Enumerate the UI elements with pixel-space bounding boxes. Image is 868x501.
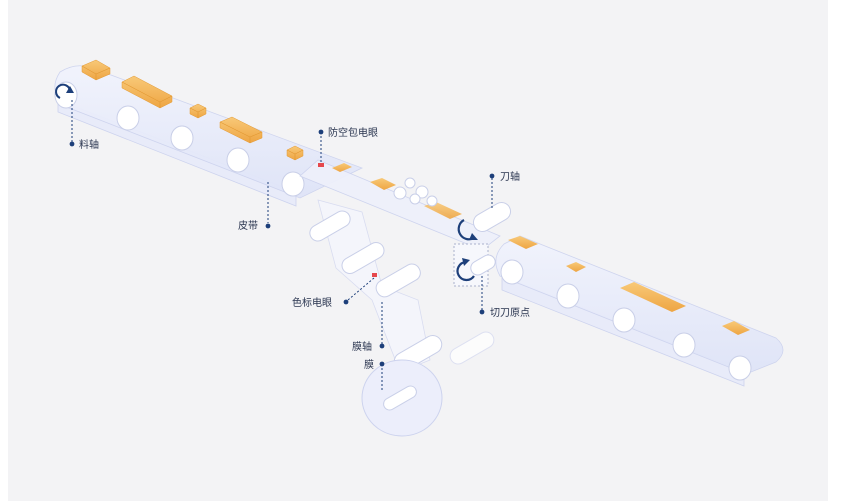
packaged-product: [722, 321, 750, 335]
roller: [170, 125, 194, 151]
leader-dot: [479, 309, 485, 315]
film-roller: [375, 263, 421, 298]
guide-roller: [415, 185, 429, 199]
packaged-product: [508, 236, 538, 249]
cutter-origin-rotation-arrow-icon: [456, 260, 475, 282]
label-cutter-origin: 切刀原点: [490, 307, 530, 319]
infeed-products: [81, 59, 304, 161]
packaged-product: [620, 282, 686, 312]
product-block: [121, 75, 173, 109]
outfeed-rollers: [500, 259, 752, 381]
label-knife-shaft: 刀轴: [500, 170, 520, 183]
infeed-conveyor: [54, 59, 364, 207]
guide-roller: [393, 186, 407, 200]
film-roller: [449, 331, 495, 365]
label-anti-empty-eye: 防空包电眼: [328, 126, 378, 139]
leader-dot: [379, 343, 385, 349]
film-web: [317, 199, 431, 373]
label-material-shaft: 料轴: [79, 138, 99, 151]
packaged-product: [566, 262, 586, 272]
roller: [672, 332, 696, 358]
film-reel-core: [383, 385, 417, 411]
outfeed-packages: [508, 236, 750, 335]
product-in-film: [332, 163, 352, 172]
product-block: [81, 59, 111, 81]
leader-dot: [69, 141, 75, 147]
label-color-mark-eye: 色标电眼: [292, 296, 332, 309]
guide-roller: [409, 193, 421, 205]
leader-line: [347, 277, 375, 301]
roller: [728, 355, 752, 381]
product-block: [219, 116, 263, 144]
product-block: [286, 145, 304, 161]
anti-empty-sensor: [318, 163, 324, 167]
guide-roller: [426, 195, 438, 207]
film-roller: [309, 210, 351, 242]
roller: [116, 105, 140, 131]
knife-shaft: [472, 202, 512, 232]
color-mark-sensor: [372, 273, 377, 277]
arrowhead-icon: [462, 258, 470, 266]
product-block: [189, 103, 207, 119]
roller: [281, 171, 305, 197]
product-in-film: [370, 178, 396, 190]
guide-roller: [404, 177, 416, 189]
leader-dot: [318, 129, 324, 135]
roller: [556, 283, 580, 309]
label-film: 膜: [364, 359, 374, 371]
label-film-shaft: 膜轴: [352, 340, 372, 353]
leader-dot: [489, 173, 495, 179]
cutter-unit: [453, 202, 512, 287]
leader-dot: [265, 223, 271, 229]
leader-dot: [343, 299, 349, 305]
arrowhead-icon: [469, 233, 478, 240]
leader-dot: [379, 361, 385, 367]
label-belt: 皮带: [238, 219, 258, 232]
annotations: 料轴 皮带 防空包电眼 色标电眼 膜轴 膜 刀轴: [69, 100, 530, 392]
material-shaft-rotation-arrow-icon: [55, 83, 71, 99]
roller: [226, 147, 250, 173]
roller: [500, 259, 524, 285]
roller: [612, 307, 636, 333]
outfeed-conveyor: [495, 235, 784, 387]
film-feed: [309, 199, 495, 437]
cutter-origin-roller: [470, 254, 496, 276]
film-roller: [341, 242, 385, 274]
arrowhead-icon: [66, 86, 74, 93]
